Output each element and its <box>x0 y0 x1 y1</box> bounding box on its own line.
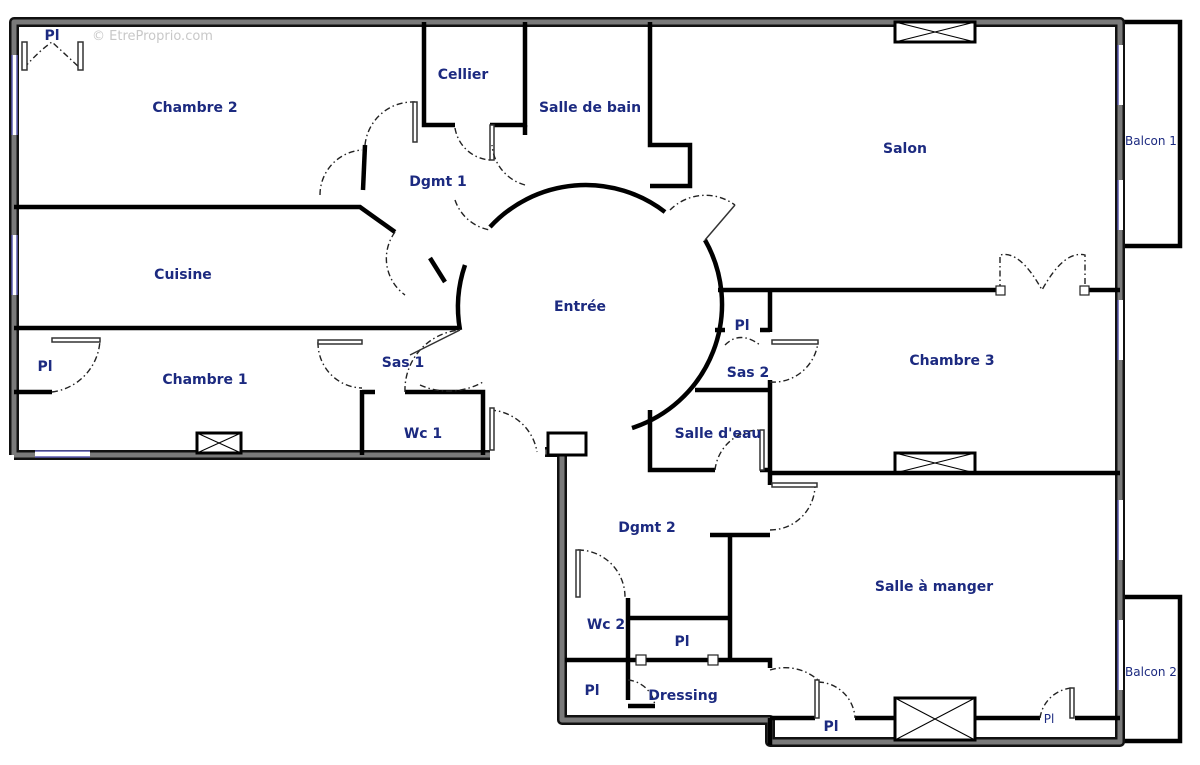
room-label-salle-de-bain: Salle de bain <box>539 100 641 116</box>
room-label-chambre-3: Chambre 3 <box>909 353 994 369</box>
placard-label: Pl <box>584 683 599 699</box>
placard-labels: Pl Pl Pl Pl Pl Pl Pl <box>37 28 1054 735</box>
interior-walls <box>14 22 1120 745</box>
balcony-outlines <box>1122 19 1183 744</box>
placard-label: Pl <box>674 634 689 650</box>
room-label-cuisine: Cuisine <box>154 267 212 283</box>
room-label-chambre-2: Chambre 2 <box>152 100 237 116</box>
room-label-entree: Entrée <box>554 299 606 315</box>
room-label-dgmt-2: Dgmt 2 <box>618 520 676 536</box>
room-label-salle-deau: Salle d'eau <box>675 426 762 442</box>
placard-label: Pl <box>37 359 52 375</box>
room-labels: Chambre 2 Cellier Salle de bain Salon Ba… <box>152 67 1177 704</box>
room-label-balcon-1: Balcon 1 <box>1125 134 1177 148</box>
door-swings <box>21 41 1090 719</box>
room-label-cellier: Cellier <box>438 67 489 83</box>
room-label-salon: Salon <box>883 141 927 157</box>
placard-label: Pl <box>734 318 749 334</box>
room-label-dgmt-1: Dgmt 1 <box>409 174 467 190</box>
placard-label: Pl <box>44 28 59 44</box>
windows <box>11 45 1123 690</box>
room-label-balcon-2: Balcon 2 <box>1125 665 1177 679</box>
watermark: © EtreProprio.com <box>92 29 213 44</box>
room-label-dressing: Dressing <box>648 688 717 704</box>
room-label-wc-1: Wc 1 <box>404 426 442 442</box>
room-label-sas-2: Sas 2 <box>727 365 769 381</box>
room-label-chambre-1: Chambre 1 <box>162 372 247 388</box>
room-label-sas-1: Sas 1 <box>382 355 424 371</box>
placard-label: Pl <box>823 719 838 735</box>
room-label-salle-a-manger: Salle à manger <box>875 579 993 595</box>
placard-label: Pl <box>1044 712 1055 726</box>
room-label-wc-2: Wc 2 <box>587 617 625 633</box>
